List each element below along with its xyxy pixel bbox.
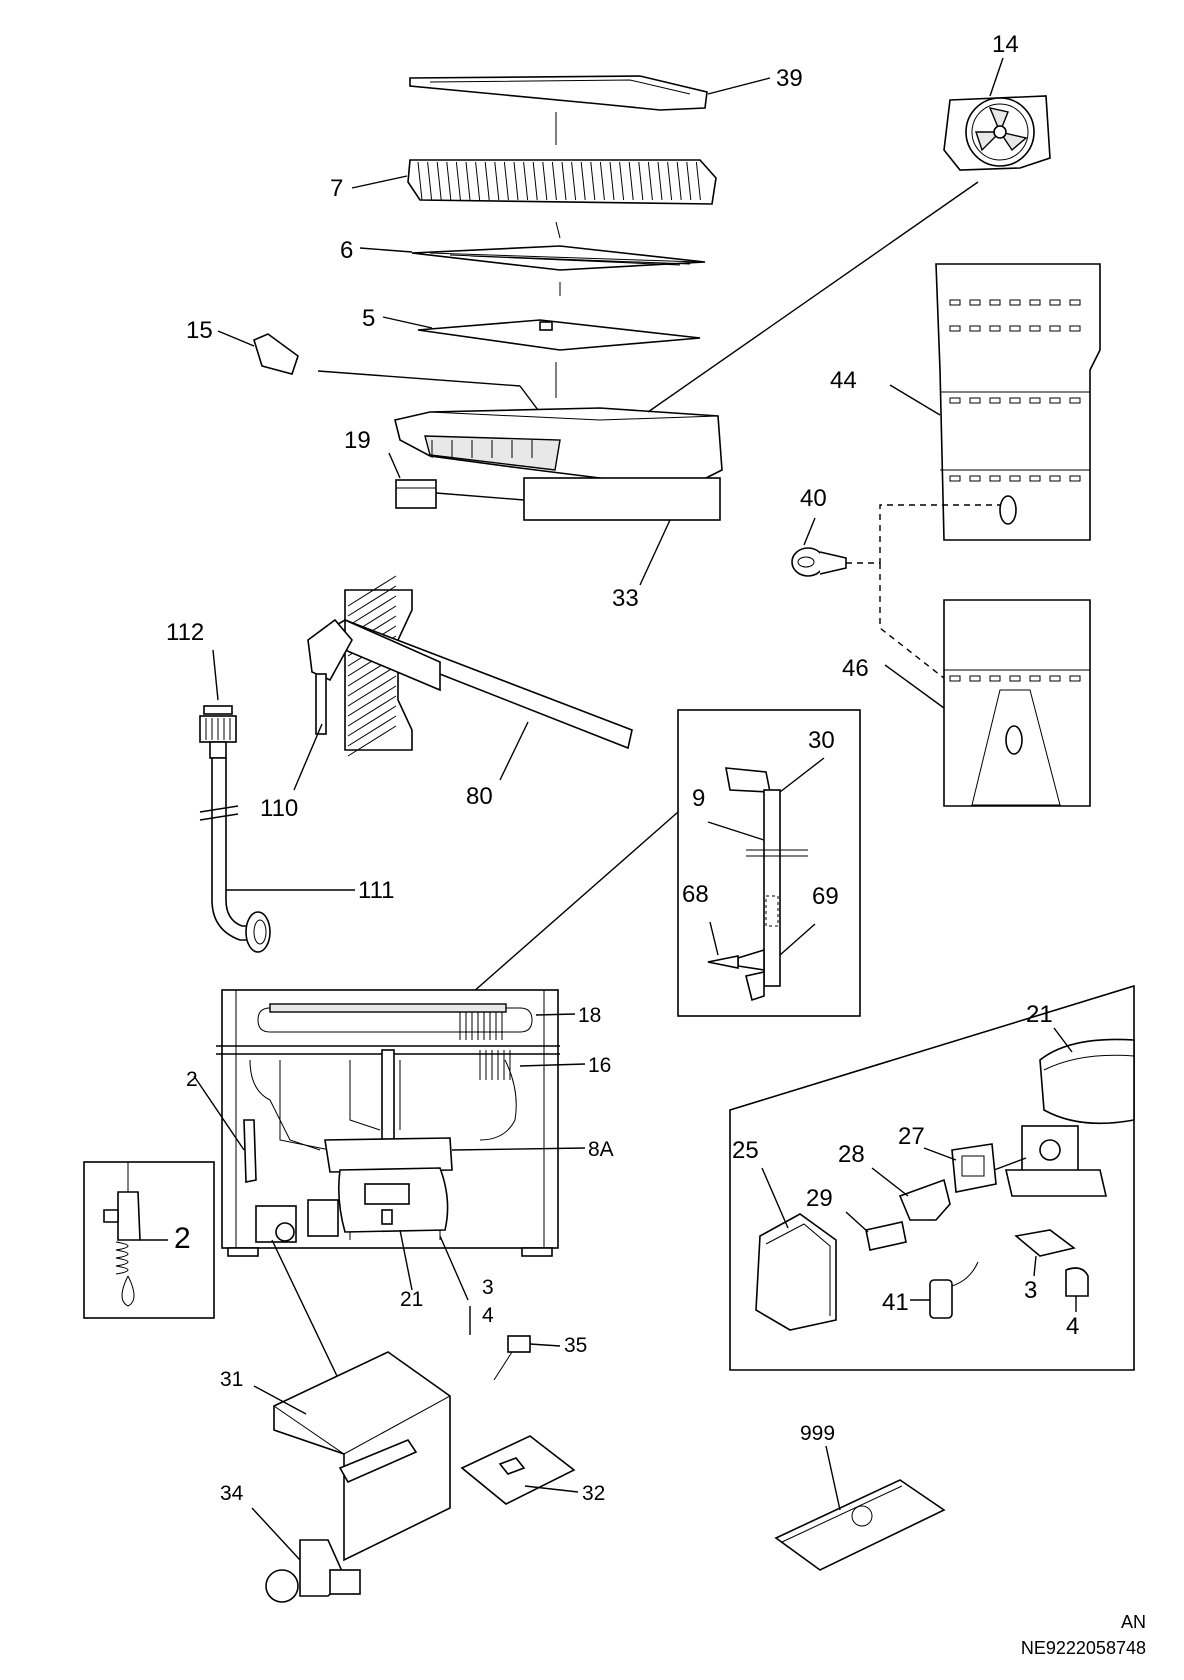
- label-30: 30: [808, 727, 835, 754]
- axis-line: [555, 221, 561, 239]
- label-34: 34: [220, 1482, 244, 1505]
- label-112: 112: [166, 619, 204, 646]
- detail-box-compressor: [729, 984, 1135, 1371]
- label-46: 46: [842, 655, 869, 682]
- label-68: 68: [682, 881, 709, 908]
- label-2-inset: 2: [174, 1222, 191, 1255]
- label-44: 44: [830, 367, 857, 394]
- part-31-electrical-box: [253, 1351, 451, 1562]
- label-27: 27: [898, 1123, 925, 1150]
- cabinet-rear-view: [193, 989, 586, 1421]
- label-21-detail: 21: [1026, 1001, 1053, 1028]
- label-25: 25: [732, 1137, 759, 1164]
- part-33-panel: [523, 477, 721, 586]
- label-6: 6: [340, 237, 353, 264]
- label-80: 80: [466, 783, 493, 810]
- part-44-panel: [889, 263, 1101, 541]
- label-4: 4: [482, 1304, 494, 1327]
- part-7-evaporator: [351, 159, 717, 205]
- duct-housing: [394, 407, 723, 487]
- label-69: 69: [812, 883, 839, 910]
- part-15-clip: [217, 330, 539, 411]
- label-29: 29: [806, 1185, 833, 1212]
- label-35: 35: [564, 1334, 587, 1357]
- label-41: 41: [882, 1289, 909, 1316]
- part-5-plate: [382, 316, 701, 351]
- label-16: 16: [588, 1054, 611, 1077]
- label-39: 39: [776, 65, 803, 92]
- label-111: 111: [358, 877, 394, 904]
- label-3: 3: [482, 1276, 494, 1299]
- label-28: 28: [838, 1141, 865, 1168]
- part-999-manual: [774, 1445, 946, 1571]
- part-46-panel: [884, 599, 1091, 807]
- label-14: 14: [992, 31, 1019, 58]
- label-31: 31: [220, 1368, 243, 1391]
- label-2: 2: [186, 1068, 198, 1091]
- label-32: 32: [582, 1482, 605, 1505]
- part-6-grid: [359, 245, 706, 271]
- part-34-valve: [251, 1507, 361, 1603]
- part-35-switch: [493, 1335, 561, 1381]
- footer-code-line1: AN: [1121, 1612, 1146, 1632]
- part-110-tube: [293, 618, 353, 791]
- label-999: 999: [800, 1422, 835, 1445]
- label-3-detail: 3: [1024, 1277, 1037, 1304]
- leader-14: [647, 181, 979, 413]
- part-14-fan: [943, 57, 1051, 171]
- label-4-detail: 4: [1066, 1313, 1079, 1340]
- footer-code-line2: NE9222058748: [1021, 1638, 1146, 1658]
- label-21: 21: [400, 1288, 423, 1311]
- part-19-block: [388, 452, 525, 509]
- part-39-cover: [409, 75, 771, 111]
- label-5: 5: [362, 305, 375, 332]
- label-7: 7: [330, 175, 343, 202]
- label-9: 9: [692, 785, 705, 812]
- label-40: 40: [800, 485, 827, 512]
- label-110: 110: [260, 795, 298, 822]
- label-18: 18: [578, 1004, 601, 1027]
- part-111-hose: [199, 757, 355, 953]
- label-33: 33: [612, 585, 639, 612]
- label-8a: 8A: [588, 1138, 614, 1161]
- label-15: 15: [186, 317, 213, 344]
- label-19: 19: [344, 427, 371, 454]
- part-32-lid: [460, 1435, 579, 1505]
- inset-box-thermostat-bulb: [83, 1161, 215, 1319]
- part-112-connector: [199, 649, 237, 759]
